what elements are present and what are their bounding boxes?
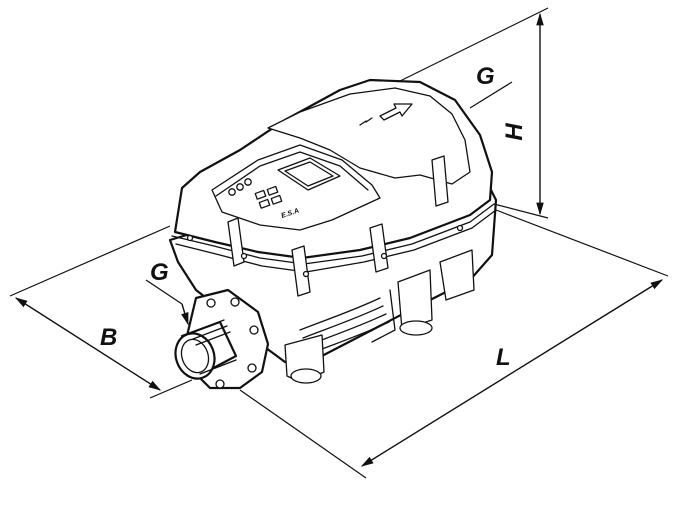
inlet-thread <box>174 319 238 380</box>
indicator-led-1 <box>228 188 236 196</box>
control-panel <box>211 144 381 231</box>
left-foot-ring <box>290 368 322 384</box>
dimension-inlet-thread: G <box>145 259 189 326</box>
indicator-led-2 <box>236 183 244 191</box>
dimension-length: L <box>239 209 669 479</box>
device-body: E.S.A <box>168 78 498 390</box>
label-inlet-thread: G <box>150 259 169 286</box>
dimension-height: H <box>397 7 549 219</box>
control-buttons <box>254 185 283 209</box>
top-ridge <box>267 87 471 185</box>
dimension-width: B <box>9 225 193 399</box>
flange-bolts <box>206 297 259 389</box>
label-length: L <box>496 344 511 371</box>
label-height: H <box>501 123 528 141</box>
indicator-led-3 <box>244 178 252 186</box>
cover-clips <box>227 155 449 297</box>
dimension-outlet-thread: G <box>469 63 513 109</box>
outlet-port-ring <box>399 320 433 336</box>
display-screen <box>277 157 341 191</box>
flow-direction-arrow-icon <box>359 103 413 126</box>
rim-screws <box>186 224 464 278</box>
label-outlet-thread: G <box>476 63 495 90</box>
label-width: B <box>100 324 117 351</box>
